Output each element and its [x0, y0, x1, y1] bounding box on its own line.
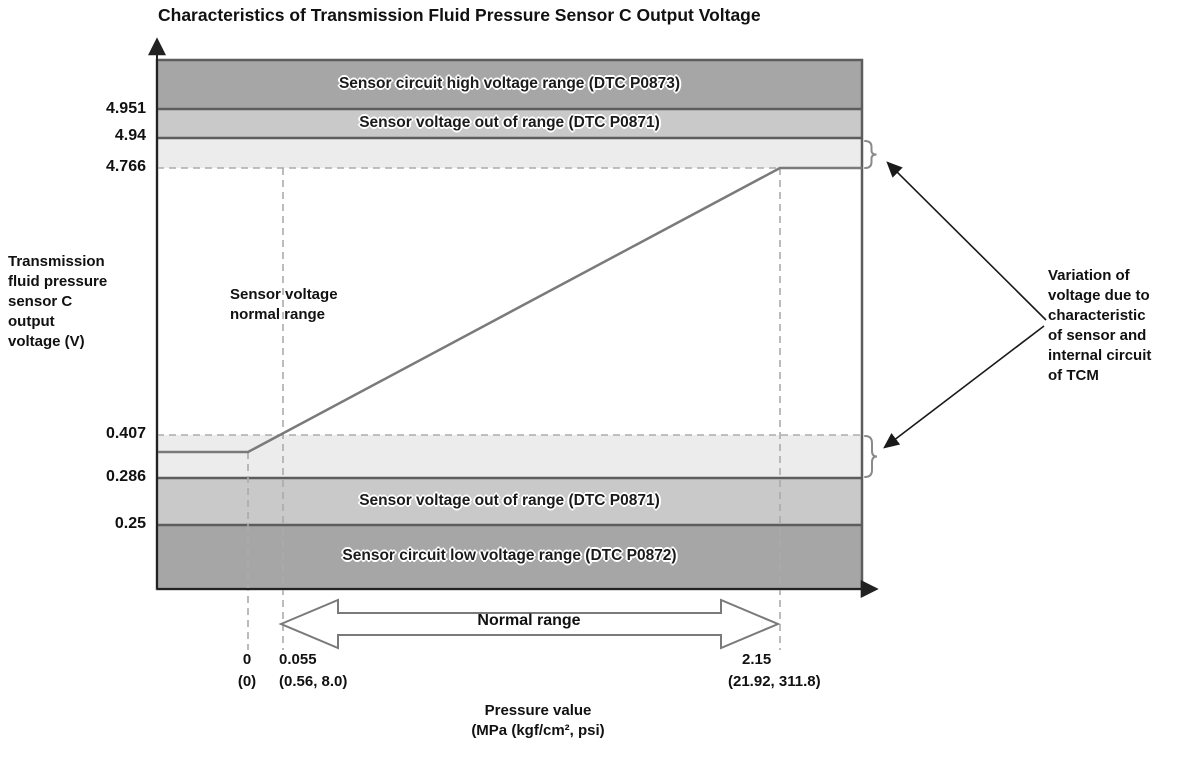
x-axis-title: Pressure value (MPa (kgf/cm², psi) — [471, 702, 605, 739]
band-label-out-top: Sensor voltage out of range (DTC P0871) — [359, 114, 660, 131]
x-tick-0: 0 — [242, 651, 252, 668]
sensor-output-curve — [157, 166, 862, 454]
dashed-reference-lines — [157, 167, 862, 650]
y-tick-0286: 0.286 — [105, 468, 146, 485]
variation-arrow-top — [886, 161, 1047, 321]
y-tick-4766: 4.766 — [105, 158, 146, 175]
variation-annotation: Variation of voltage due to characterist… — [1048, 267, 1152, 384]
band-low-voltage — [157, 525, 862, 589]
normal-range-double-arrow — [278, 598, 781, 650]
band-label-high: Sensor circuit high voltage range (DTC P… — [338, 75, 681, 92]
band-label-out-bottom: Sensor voltage out of range (DTC P0871) — [359, 492, 660, 509]
x-tick-0055: 0.055 — [279, 651, 317, 668]
y-tick-494: 4.94 — [114, 127, 146, 144]
top-variation-brace — [864, 140, 877, 169]
x-tick-0055-alt: (0.56, 8.0) — [279, 673, 348, 690]
normal-range-arrow-label: Normal range — [477, 612, 581, 629]
x-tick-0-alt: (0) — [237, 673, 257, 690]
sensor-normal-range-note: Sensor voltage normal range — [230, 286, 338, 323]
x-tick-215: 2.15 — [742, 651, 772, 668]
variation-arrow-bottom — [883, 325, 1045, 449]
band-out-of-range-bottom — [157, 478, 862, 525]
band-label-low: Sensor circuit low voltage range (DTC P0… — [342, 547, 677, 564]
band-separators — [157, 107, 862, 527]
y-tick-0407: 0.407 — [105, 425, 146, 442]
chart-title: Characteristics of Transmission Fluid Pr… — [158, 5, 761, 25]
band-variation-bottom — [157, 435, 862, 478]
y-tick-025: 0.25 — [114, 515, 146, 532]
band-out-of-range-top — [157, 109, 862, 138]
band-high-voltage — [157, 60, 862, 109]
x-tick-215-alt: (21.92, 311.8) — [728, 673, 821, 690]
bottom-variation-brace — [864, 435, 878, 478]
band-variation-top — [157, 138, 862, 168]
y-axis-title: Transmission fluid pressure sensor C out… — [8, 253, 108, 350]
y-tick-4951: 4.951 — [105, 100, 146, 117]
